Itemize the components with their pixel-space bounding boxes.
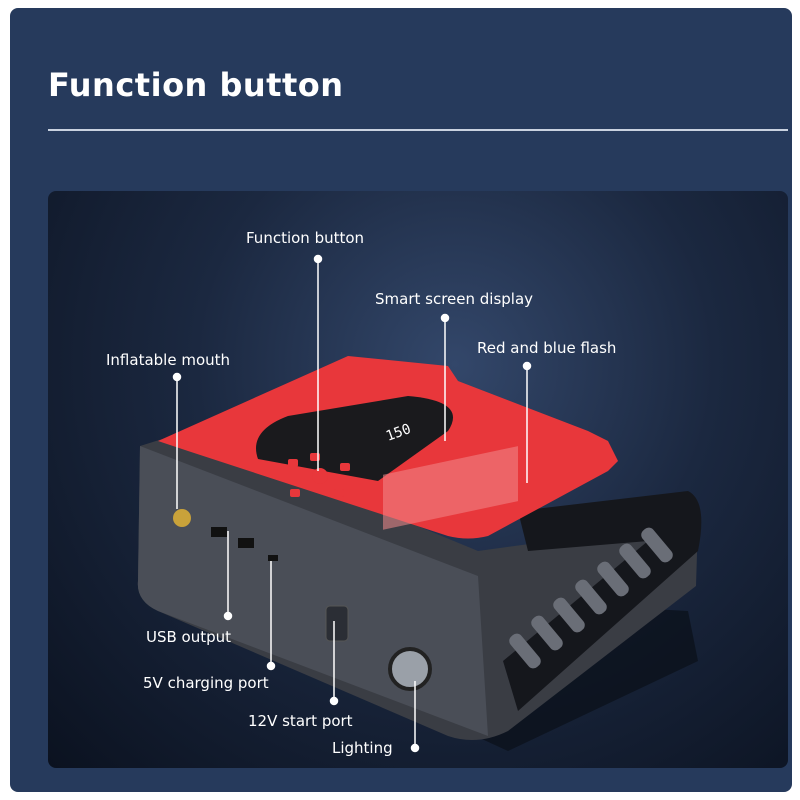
infographic-card: Function button 150 (10, 8, 792, 792)
callout-charging-port: 5V charging port (143, 674, 269, 692)
callout-lighting: Lighting (332, 739, 393, 757)
charging-port (268, 555, 278, 561)
page-title: Function button (48, 66, 344, 104)
handle-grips (509, 527, 673, 669)
lighting-lamp (388, 647, 432, 691)
flash-light-window (383, 446, 518, 530)
product-image-panel: 150 (48, 191, 788, 768)
usb-port-2 (238, 538, 254, 548)
function-buttons (288, 453, 350, 497)
callout-smart-screen: Smart screen display (375, 290, 534, 308)
callout-lines (172, 254, 532, 753)
callout-flash: Red and blue flash (477, 339, 617, 357)
callout-start-port: 12V start port (248, 712, 353, 730)
callout-inflatable-mouth: Inflatable mouth (106, 351, 231, 369)
usb-port-1 (211, 527, 227, 537)
start-port (325, 605, 349, 642)
inflatable-mouth (173, 509, 191, 527)
divider (48, 129, 788, 131)
callout-function-button: Function button (246, 229, 365, 247)
jump-starter-device-illustration: 150 (137, 254, 702, 753)
callout-usb-output: USB output (146, 628, 232, 646)
